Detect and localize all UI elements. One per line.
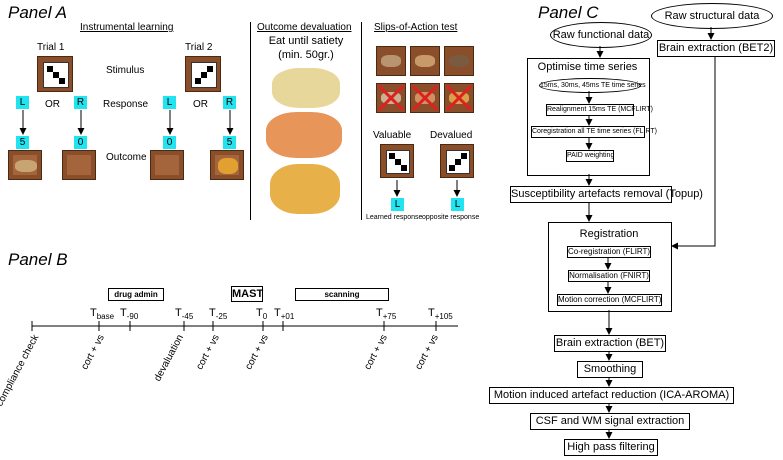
slips-heading: Slips-of-Action test — [374, 22, 458, 33]
response-label: Response — [103, 99, 149, 110]
time-label-plus75: T+75 — [376, 307, 397, 322]
key-r-trial1: R — [74, 96, 87, 109]
stimulus-frame-trial1 — [37, 56, 73, 92]
outcome-value-1: 5 — [16, 136, 29, 149]
time-label-base: Tbase — [90, 307, 115, 322]
food-image-crisps — [272, 68, 340, 108]
outcome-label: Outcome — [106, 152, 147, 163]
devalued-stimulus — [440, 144, 474, 178]
highpass-node: High pass filtering — [564, 439, 658, 456]
trial1-label: Trial 1 — [37, 42, 65, 53]
registration-title: Registration — [579, 228, 639, 240]
scanning-box: scanning — [295, 288, 389, 301]
slips-key-opposite: L — [451, 198, 464, 211]
panel-a-arrows — [19, 110, 461, 197]
brain-extraction-bet2: Brain extraction (BET2) — [657, 40, 775, 57]
outcome-box-2 — [62, 150, 96, 180]
panel-c-title: Panel C — [538, 3, 599, 22]
outcome-value-2: 0 — [74, 136, 87, 149]
devaluation-heading: Outcome devaluation — [257, 22, 352, 33]
panel-c-arrows — [585, 27, 716, 439]
food-image-snack — [218, 158, 238, 174]
slips-grid-1 — [376, 46, 406, 76]
stimulus-frame-trial2 — [185, 56, 221, 92]
key-l-trial1: L — [16, 96, 29, 109]
topup-node: Susceptibility artefacts removal (Topup) — [510, 186, 703, 203]
red-crosses — [377, 84, 473, 112]
time-label-minus45: T-45 — [175, 307, 194, 322]
outcome-value-3: 0 — [163, 136, 176, 149]
key-r-trial2: R — [223, 96, 236, 109]
panel-a-title: Panel A — [8, 3, 67, 22]
time-label-minus90: T-90 — [120, 307, 139, 322]
devalued-label: Devalued — [430, 130, 473, 141]
time-label-plus105: T+105 — [428, 307, 453, 322]
divider-2 — [361, 22, 362, 220]
raw-functional-data: Raw functional data — [550, 22, 652, 48]
raw-structural-data: Raw structural data — [651, 3, 773, 29]
time-label-0: T0 — [256, 307, 268, 322]
paid-weighting-node: PAID weighting — [566, 150, 614, 162]
outcome-box-1 — [8, 150, 42, 180]
outcome-box-4 — [210, 150, 244, 180]
slips-grid-3 — [444, 46, 474, 76]
or-trial1: OR — [45, 99, 60, 110]
mast-box: MAST — [231, 286, 264, 302]
opposite-response-label: opposite response — [422, 214, 480, 221]
devaluation-line1: Eat until satiety — [268, 35, 344, 47]
normalisation-node: Normalisation (FNIRT) — [568, 270, 650, 282]
echo-times-node: 15ms, 30ms, 45ms TE time series — [539, 78, 646, 93]
coregistration-all-node: Coregistration all TE time series (FLIRT… — [531, 126, 657, 138]
coreg-flirt-node: Co-registration (FLIRT) — [567, 246, 651, 258]
timeline — [31, 321, 458, 331]
outcome-value-4: 5 — [223, 136, 236, 149]
ica-aroma-node: Motion induced artefact reduction (ICA-A… — [489, 387, 734, 404]
panel-b-title: Panel B — [8, 250, 68, 269]
food-image-pasta-snack — [266, 112, 342, 158]
trial2-label: Trial 2 — [185, 42, 213, 53]
food-image-wheels — [270, 164, 340, 214]
key-l-trial2: L — [163, 96, 176, 109]
time-label-minus25: T-25 — [209, 307, 228, 322]
valuable-label: Valuable — [373, 130, 412, 141]
or-trial2: OR — [193, 99, 208, 110]
smoothing-node: Smoothing — [577, 361, 643, 378]
outcome-box-3 — [150, 150, 184, 180]
valuable-stimulus — [380, 144, 414, 178]
brain-extraction-bet: Brain extraction (BET) — [554, 335, 666, 352]
drug-admin-box: drug admin — [108, 288, 164, 301]
time-label-plus01: T+01 — [274, 307, 295, 322]
optimise-title: Optimise time series — [537, 61, 638, 73]
realignment-node: Realignment 15ms TE (MCFLIRT) — [546, 104, 653, 116]
learned-response-label: Learned response — [366, 214, 423, 221]
slips-key-learned: L — [391, 198, 404, 211]
slips-grid-2 — [410, 46, 440, 76]
motion-correction-node: Motion correction (MCFLIRT) — [557, 294, 662, 306]
food-image-chips — [15, 160, 37, 172]
stimulus-label: Stimulus — [106, 65, 145, 76]
csf-wm-node: CSF and WM signal extraction — [530, 413, 690, 430]
devaluation-line2: (min. 50gr.) — [278, 49, 334, 61]
instrumental-heading: Instrumental learning — [80, 22, 174, 33]
divider-1 — [250, 22, 251, 220]
